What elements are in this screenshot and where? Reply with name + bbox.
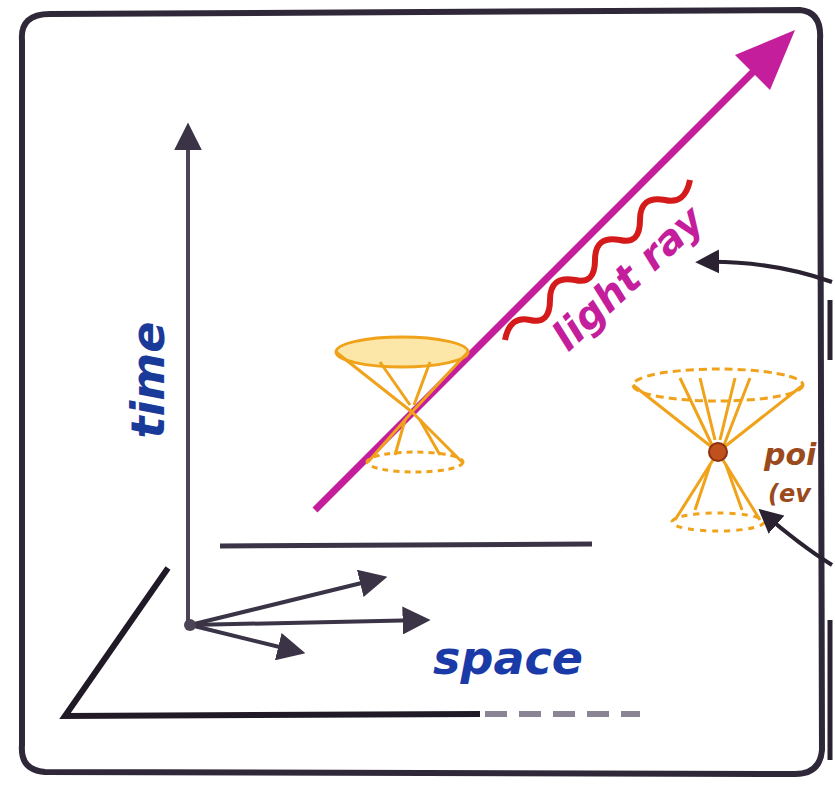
space-axis (190, 578, 382, 625)
pointer-arrow (762, 512, 832, 565)
event-label: (ev (768, 482, 811, 506)
light-ray-head (735, 30, 795, 90)
origin-dot (184, 619, 196, 631)
axis-label: time (125, 322, 171, 439)
space-axis (190, 620, 425, 625)
frame (22, 10, 822, 774)
light-cone (336, 337, 468, 472)
time-axis (186, 128, 190, 622)
plane-edge (485, 711, 640, 717)
light-ray (315, 43, 782, 510)
axis-label: space (433, 635, 583, 681)
side-line (828, 300, 833, 360)
plane-edge (220, 544, 592, 546)
event-point (709, 443, 727, 461)
plane-edge (65, 568, 480, 716)
event-label: poi (764, 440, 816, 470)
pointer-arrow (700, 262, 832, 282)
side-line (828, 620, 833, 760)
space-axis (190, 625, 300, 652)
